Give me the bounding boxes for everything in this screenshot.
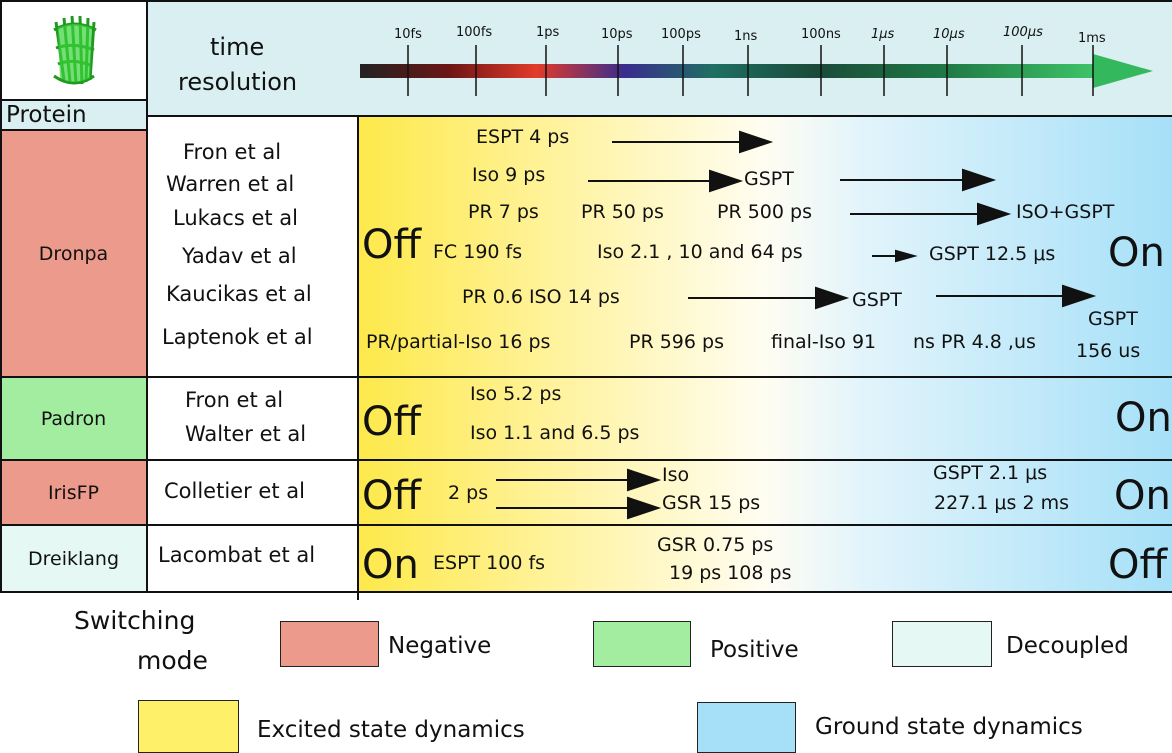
dronpa-warren-gspt: GSPT [744,168,794,190]
dronpa-laptenok-pr596: PR 596 ps [629,331,724,353]
dronpa-laptenok-final-iso: final-Iso 91 [771,331,877,353]
grid-line [357,115,359,600]
legend-swatch-excited [138,700,239,753]
author-kaucikas: Kaucikas et al [166,282,312,306]
dronpa-lukacs-pr50: PR 50 ps [581,201,664,223]
author-yadav: Yadav et al [182,244,297,268]
protein-header-cell [0,100,147,130]
state-off-irisfp: Off [362,473,422,519]
tick-label: 100ps [661,27,701,42]
padron-iso-52: Iso 5.2 ps [470,383,562,405]
grid-line [146,0,148,592]
grid-line [0,591,1172,593]
legend-swatch-positive [593,621,691,667]
irisfp-iso: Iso [662,464,690,486]
legend-label-positive: Positive [710,637,799,663]
grid-line [0,0,1172,2]
grid-line [147,115,1172,117]
time-title-line2: resolution [178,68,298,96]
state-off-dronpa: Off [362,222,422,268]
tick-label: 100μs [1003,25,1043,40]
legend-label-negative: Negative [388,633,492,659]
time-axis-ticks [407,45,1094,96]
time-header-cell [147,0,1172,116]
dronpa-yadav-fc: FC 190 fs [433,241,523,263]
tick-label: 1μs [871,27,895,42]
author-lacombat: Lacombat et al [158,543,316,567]
dronpa-kaucikas-pr: PR 0.6 ISO 14 ps [462,286,620,308]
dreiklang-espt: ESPT 100 fs [433,552,546,574]
dronpa-yadav-gspt: GSPT 12.5 μs [929,243,1056,265]
legend-switching-line1: Switching [74,606,196,635]
tick-label: 1ns [734,29,758,44]
dreiklang-gsr-2: 19 ps 108 ps [669,562,792,584]
tick-label: 100fs [456,25,493,40]
dronpa-kaucikas-gspt-end: GSPT [1088,308,1138,330]
tick-label: 1ms [1078,31,1106,46]
grid-line [0,0,2,592]
protein-cell-dronpa: Dronpa [0,130,147,377]
legend-label-excited: Excited state dynamics [257,717,525,743]
author-fron-padron: Fron et al [185,388,284,412]
author-walter: Walter et al [185,422,307,446]
tick-label: 100ns [801,27,841,42]
dronpa-laptenok-partial-iso: PR/partial-Iso 16 ps [366,331,551,353]
padron-iso-11: Iso 1.1 and 6.5 ps [470,422,640,444]
state-off-padron: Off [362,399,422,445]
tick-label: 1ps [536,25,560,40]
state-off-dreiklang: Off [1108,542,1168,588]
dronpa-kaucikas-gspt: GSPT [852,289,902,311]
dronpa-yadav-iso: Iso 2.1 , 10 and 64 ps [597,241,803,263]
irisfp-arrows [496,468,662,520]
legend-swatch-decoupled [892,621,992,667]
irisfp-gspt-1: GSPT 2.1 μs [933,462,1048,484]
protein-cell-dreiklang: Dreiklang [0,525,147,592]
irisfp-gspt-2: 227.1 μs 2 ms [934,492,1069,514]
protein-cell-irisfp: IrisFP [0,460,147,525]
legend-switching-line2: mode [137,646,208,675]
tick-label: 10μs [933,27,965,42]
time-axis-arrow [360,54,1153,88]
author-lukacs: Lukacs et al [173,206,298,230]
legend-label-decoupled: Decoupled [1006,633,1129,659]
dronpa-warren-iso: Iso 9 ps [472,164,546,186]
author-warren: Warren et al [166,172,295,196]
author-colletier: Colletier et al [164,479,305,503]
dronpa-lukacs-pr500: PR 500 ps [717,201,812,223]
grid-line [0,524,1172,526]
legend-label-ground: Ground state dynamics [815,714,1083,740]
author-laptenok: Laptenok et al [162,325,313,349]
dronpa-arrows [588,130,1097,310]
protein-cell-padron: Padron [0,377,147,460]
irisfp-gsr: GSR 15 ps [662,492,761,514]
author-fron: Fron et al [183,140,282,164]
dronpa-laptenok-pr48: ns PR 4.8 ,us [913,331,1036,353]
time-title-line1: time [210,33,265,61]
grid-line [0,99,147,101]
grid-line [0,129,147,131]
dronpa-lukacs-pr7: PR 7 ps [468,201,539,223]
tick-label: 10ps [601,27,633,42]
state-on-irisfp: On [1114,473,1171,519]
state-on-dreiklang: On [362,542,419,588]
grid-line [0,376,1172,378]
tick-label: 10fs [394,27,422,42]
legend-swatch-ground [697,702,796,753]
grid-line [0,459,1172,461]
dronpa-fron-espt: ESPT 4 ps [476,126,570,148]
dynamics-gradient-area [358,116,1172,592]
dronpa-laptenok-156: 156 us [1076,340,1141,362]
irisfp-2ps: 2 ps [448,482,489,504]
dronpa-lukacs-iso-gspt: ISO+GSPT [1016,201,1115,223]
state-on-dronpa: On [1108,230,1165,276]
legend-swatch-negative [280,621,379,667]
dreiklang-gsr-1: GSR 0.75 ps [657,534,774,556]
state-on-padron: On [1115,395,1172,441]
gfp-barrel-icon [53,15,97,85]
protein-header-label: Protein [6,102,87,128]
